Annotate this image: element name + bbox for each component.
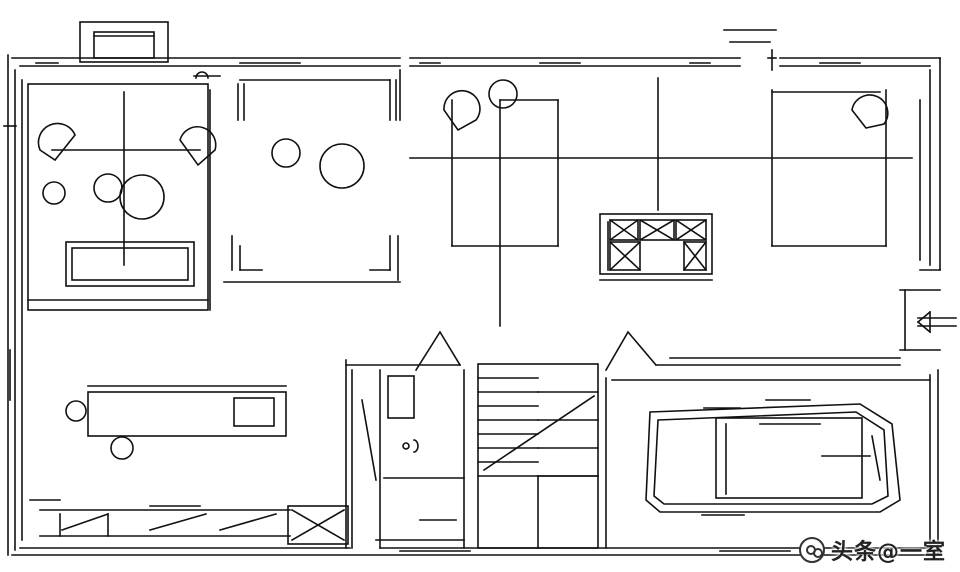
bathroom-corridor xyxy=(345,359,465,549)
roof-pitch-marks xyxy=(414,330,901,372)
watermark: 头条@一室 xyxy=(798,534,946,566)
watermark-text: 头条@一室 xyxy=(830,540,946,565)
kitchen-grid xyxy=(409,77,913,327)
garage xyxy=(605,377,931,549)
staircase xyxy=(477,363,599,549)
wechat-logo-icon xyxy=(798,537,825,563)
bottom-cabinets xyxy=(29,499,349,545)
outer-walls xyxy=(3,54,941,556)
top-bay-window xyxy=(79,21,777,71)
dining-area xyxy=(193,69,401,283)
kitchen-cabinets xyxy=(599,213,713,281)
living-room xyxy=(27,83,217,311)
study-desk xyxy=(65,385,287,460)
car xyxy=(645,399,901,516)
entrance-arrow xyxy=(916,310,957,334)
